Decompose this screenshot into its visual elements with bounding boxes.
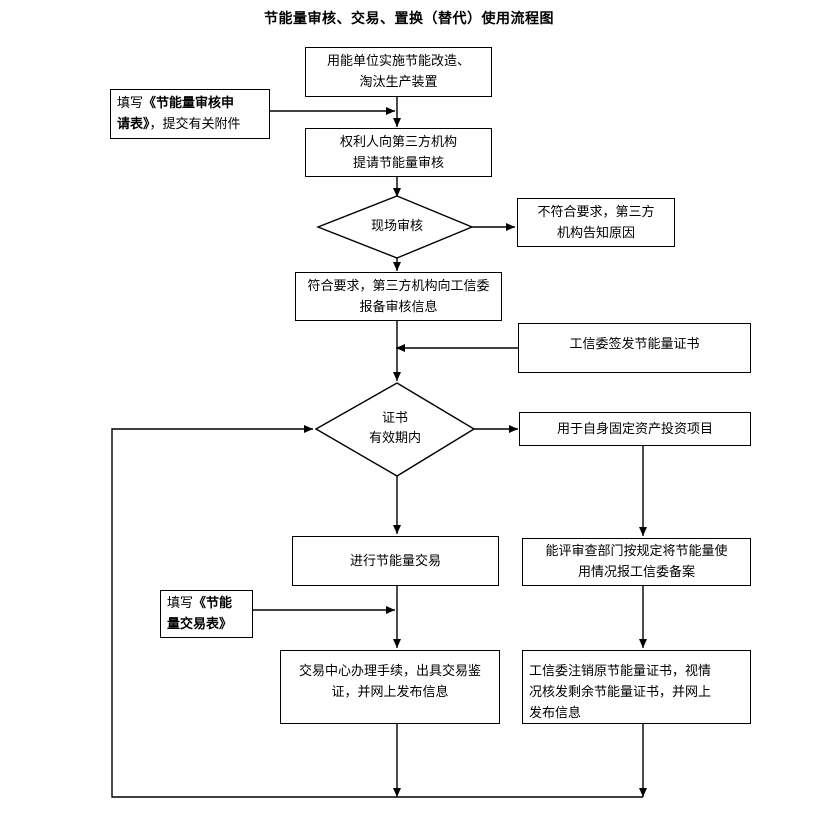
cancel-cert-box: 工信委注销原节能量证书，视情况核发剩余节能量证书，并网上发布信息 [522,650,751,724]
start-box: 用能单位实施节能改造、淘汰生产装置 [305,47,492,97]
self-use-box: 用于自身固定资产投资项目 [519,412,751,446]
trade-box: 进行节能量交易 [292,536,499,586]
trade-center-box: 交易中心办理手续，出具交易鉴证，并网上发布信息 [280,650,500,724]
valid-label: 证书有效期内 [368,411,421,446]
issue-cert-box: 工信委签发节能量证书 [518,323,751,373]
valid-diamond [314,382,476,477]
fill-trade-box: 填写《节能量交易表》 [160,590,253,638]
apply-box: 权利人向第三方机构提请节能量审核 [305,128,492,177]
fill-form-box: 填写《节能量审核申请表》，提交有关附件 [110,89,270,139]
not-meet-box: 不符合要求，第三方机构告知原因 [517,198,675,247]
meet-box: 符合要求，第三方机构向工信委报备审核信息 [295,272,502,321]
loop-back-line [111,425,643,798]
site-review-label: 现场审核 [370,219,423,234]
dept-report-box: 能评审查部门按规定将节能量使用情况报工信委备案 [522,538,751,586]
page-title: 节能量审核、交易、置换（替代）使用流程图 [264,11,554,27]
site-review-diamond [316,195,474,259]
